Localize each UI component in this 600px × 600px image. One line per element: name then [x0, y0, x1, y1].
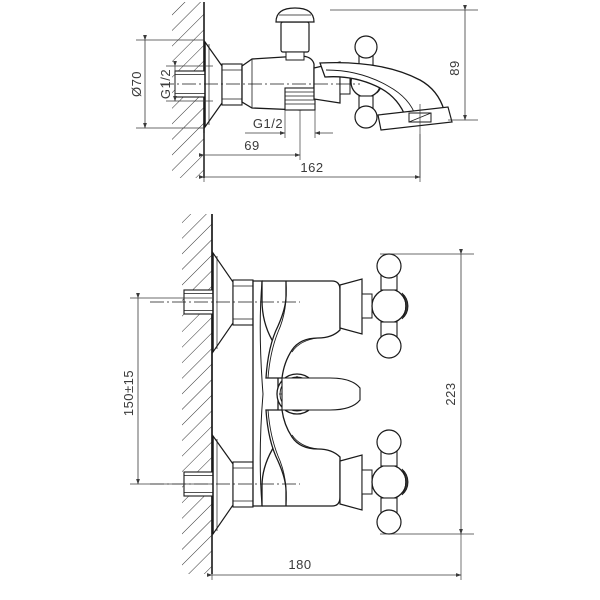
lower-arm-front	[262, 409, 341, 507]
dimension-dia70: Ø70	[129, 34, 204, 129]
hex-nut-side	[221, 63, 243, 106]
shower-outlet-thread-side	[284, 87, 316, 111]
wall-front-view	[180, 214, 213, 574]
dim-label-69: 69	[244, 138, 259, 153]
outlet-bulges-front	[281, 377, 361, 411]
dimension-180: 180	[206, 534, 462, 580]
diverter-knob-side	[275, 7, 315, 61]
dimension-162: 162	[198, 134, 421, 182]
dimension-89: 89	[330, 4, 478, 121]
spout-side	[319, 61, 453, 178]
dim-label-162: 162	[300, 160, 323, 175]
upper-cross-handle-front	[339, 253, 409, 359]
front-view: 150±15 223 180	[121, 214, 474, 580]
dimension-69: 69	[198, 110, 301, 160]
side-view: Ø70 G1/2 G1/2 69 162	[129, 2, 478, 182]
dimension-223: 223	[380, 248, 474, 535]
dim-label-150pm15: 150±15	[121, 370, 136, 416]
lower-cross-handle-front	[339, 429, 409, 535]
dim-label-180: 180	[288, 557, 311, 572]
dim-label-g12-outlet: G1/2	[253, 116, 283, 131]
dimension-g12-outlet: G1/2	[245, 110, 333, 138]
dimension-150pm15: 150±15	[121, 292, 212, 485]
dim-label-89: 89	[447, 60, 462, 75]
dim-label-g12-inlet: G1/2	[158, 69, 173, 99]
dimension-g12-inlet: G1/2	[158, 60, 213, 102]
dim-label-dia70: Ø70	[129, 71, 144, 97]
dim-label-223: 223	[443, 382, 458, 405]
